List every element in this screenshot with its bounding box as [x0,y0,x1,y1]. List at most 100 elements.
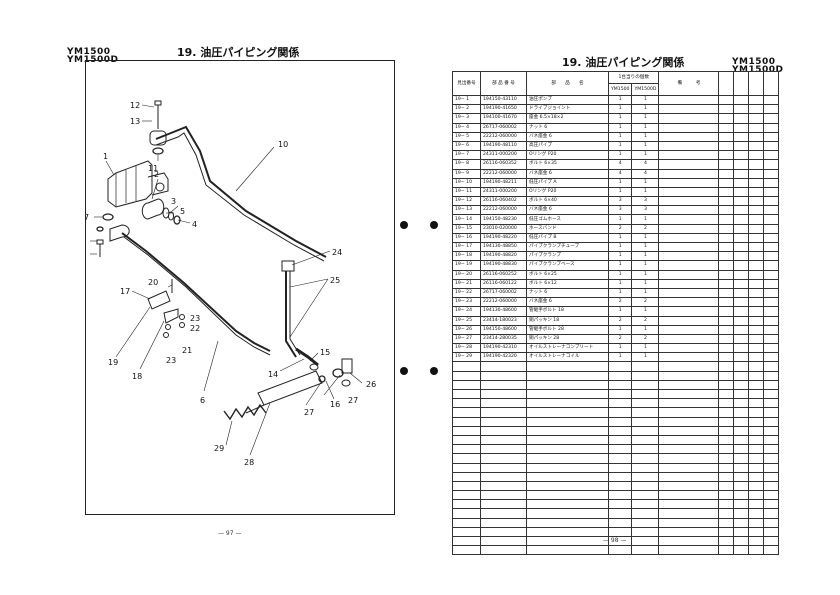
cell-part-no: 26717-060002 [480,287,527,299]
exploded-parts-diagram: 1 2 3 4 5 6 7 8 9 10 11 12 13 14 15 16 1… [86,100,376,467]
cell-qb: 1 [631,177,660,188]
page-number-right: — 98 — [603,537,627,544]
callout-20: 20 [148,278,158,287]
table-row-empty [452,462,780,473]
cell-qb: 4 [631,168,660,179]
cell-ref: 19− 17 [452,241,481,253]
cell-qb: 1 [631,232,660,244]
cell-part-no: 194150-43110 [480,94,527,106]
cell-name: ナット 6 [526,287,609,299]
cell-name: パイプクランプ [526,251,609,262]
cell-part-no: 26116-060402 [480,196,527,207]
cell-name: ナット 6 [526,122,609,133]
cell-part-no: 194190-48830 [480,260,527,271]
cell-name: Oリング P20 [526,186,609,198]
table-row-empty [452,379,780,391]
callout-19: 19 [108,358,118,367]
cell-ref: 19− 11 [452,186,481,198]
cell-qb: 1 [631,186,660,198]
cell-qb: 1 [631,306,660,317]
cell-qa: 1 [607,260,633,271]
cell-ref: 19− 29 [452,352,481,363]
callout-27b: 27 [304,408,314,417]
cell-part-no: 22212-060000 [480,297,527,308]
cell-part-no: 26717-060002 [480,122,527,133]
cell-qa: 2 [607,223,633,234]
cell-qb: 1 [631,251,660,262]
cell-name: 低圧パイプ A [526,177,609,188]
cell-name: ドライブジョイント [526,104,609,115]
cell-part-no: 22212-060000 [480,168,527,179]
cell-qa: 1 [607,306,633,317]
callout-28: 28 [244,458,254,467]
callout-23a: 23 [190,314,200,323]
cell-qb: 1 [631,352,660,363]
cell-name: パイプクランプベース [526,260,609,271]
cell-name: バネ座金 6 [526,297,609,308]
cell-name: 低圧ゴムホース [526,214,609,225]
callout-4: 4 [192,220,197,229]
binding-hole [400,367,408,375]
cell-ref: 19− 23 [452,297,481,308]
cell-qa: 1 [607,177,633,188]
binding-hole [430,221,438,229]
cell-ref: 19− 7 [452,150,481,161]
cell-name: 銅パッキン 18 [526,315,609,326]
cell-name: ボルト 6×40 [526,196,609,207]
table-row-empty [452,535,780,547]
cell-ref: 19− 14 [452,214,481,225]
cell-ref: 19− 21 [452,278,481,289]
cell-qb: 2 [631,333,660,345]
cell-ref: 19− 20 [452,269,481,280]
binding-hole [400,221,408,229]
model-top: YM1500 [67,47,111,57]
callout-2: 2 [154,170,159,179]
callout-14: 14 [268,370,278,379]
cell-qb: 1 [631,131,660,142]
strainer-shape [257,370,323,406]
cell-qb: 1 [631,324,660,335]
cell-qb: 1 [631,241,660,253]
cell-ref: 19− 5 [452,131,481,142]
cell-qb: 1 [631,214,660,225]
page-title-left: 19. 油圧パイピング関係 [177,46,300,59]
cell-name: オイルストレーナコイル [526,352,609,363]
cell-ref: 19− 2 [452,104,481,115]
table-row-empty [452,444,780,455]
callout-11: 11 [148,164,158,173]
cell-name: バネ座金 6 [526,131,609,142]
cell-ref: 19− 19 [452,260,481,271]
cell-name: ボルト 6×12 [526,278,609,289]
parts-table: 見出番号 部 品 番 号 部 品 名 1台当りの個数 備 考 YM1500 YM… [452,71,780,556]
callout-18: 18 [132,372,142,381]
cell-qa: 1 [607,113,633,124]
cell-qb: 1 [631,113,660,124]
cell-ref: 19− 3 [452,113,481,124]
callout-7: 7 [86,213,89,222]
table-row-empty [452,453,780,464]
callout-12: 12 [130,101,140,110]
table-row-empty [452,407,780,418]
header-model-b: YM1500D [631,83,660,96]
cell-name: Oリング P20 [526,150,609,161]
cell-qb: 1 [631,278,660,289]
cell-part-no: 194190-48211 [480,177,527,188]
cell-qa: 1 [607,251,633,262]
